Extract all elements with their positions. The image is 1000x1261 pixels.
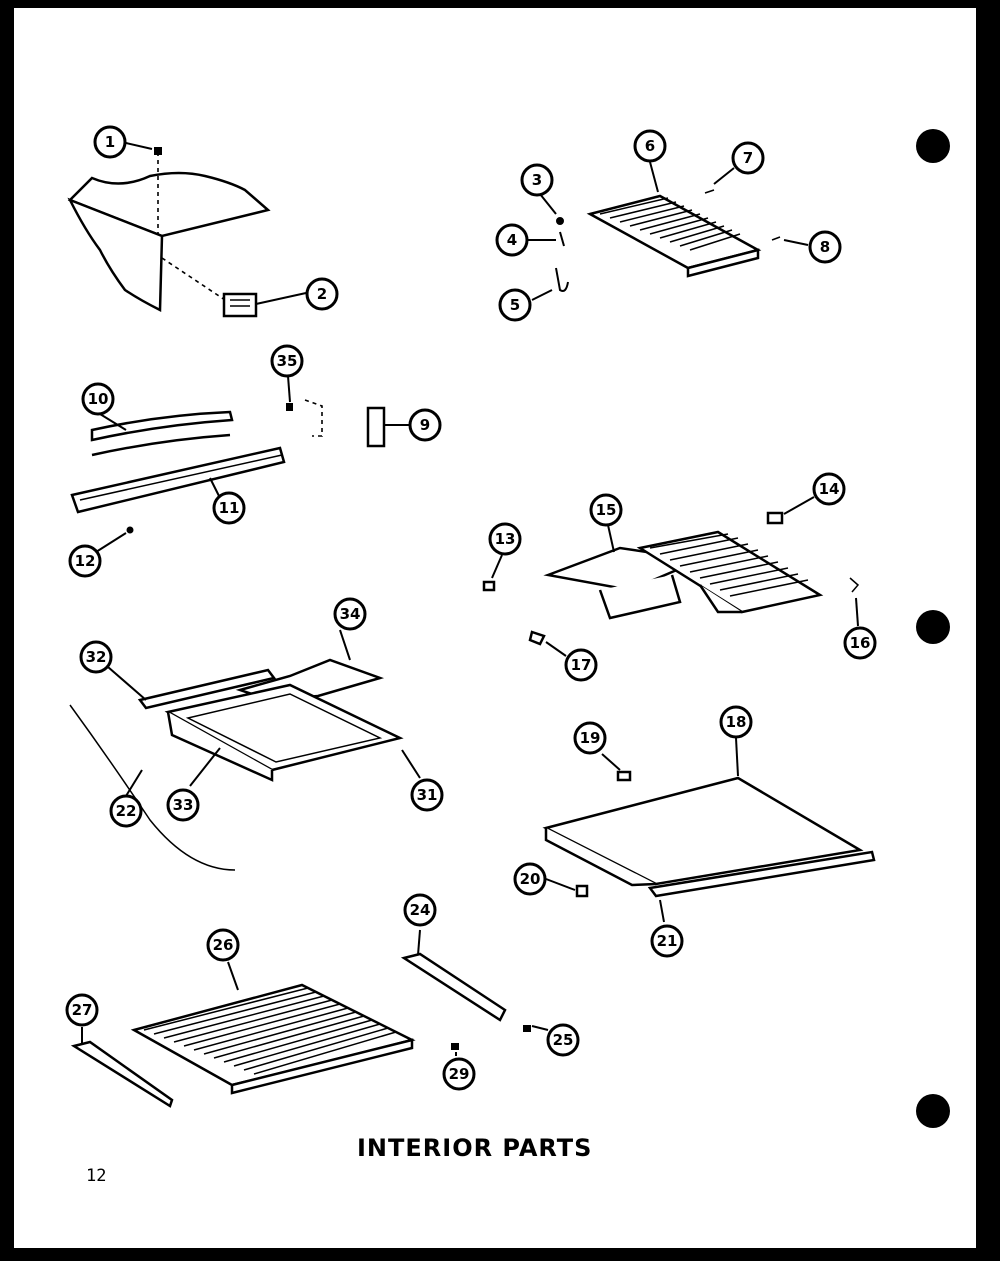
callout-13: 13 (488, 522, 522, 556)
liner-section-part (67, 147, 271, 318)
callout-22: 22 (109, 794, 143, 828)
callout-33: 33 (166, 788, 200, 822)
callout-3: 3 (520, 163, 554, 197)
callout-12: 12 (68, 544, 102, 578)
meat-keeper-part (69, 658, 404, 871)
callout-8: 8 (808, 230, 842, 264)
callout-9: 9 (408, 408, 442, 442)
binder-hole-middle (916, 610, 950, 644)
callout-34-label: 34 (340, 605, 361, 623)
glass-shelf-part (542, 770, 876, 898)
page-number: 12 (86, 1166, 107, 1186)
callout-27: 27 (65, 993, 99, 1027)
callout-21-label: 21 (657, 932, 678, 950)
callout-7: 7 (731, 141, 765, 175)
callout-2-label: 2 (317, 285, 327, 303)
callout-6-label: 6 (645, 137, 655, 155)
callout-5-label: 5 (510, 296, 520, 314)
callout-10-label: 10 (88, 390, 109, 408)
callout-17: 17 (564, 648, 598, 682)
callout-32: 32 (79, 640, 113, 674)
crisper-shelf-part (482, 511, 860, 646)
callout-25-label: 25 (553, 1031, 574, 1049)
callout-17-label: 17 (571, 656, 592, 674)
callout-3-label: 3 (532, 171, 542, 189)
callout-33-label: 33 (173, 796, 194, 814)
callout-9-label: 9 (420, 416, 430, 434)
callout-5: 5 (498, 288, 532, 322)
binder-hole-top (916, 129, 950, 163)
callout-32-label: 32 (86, 648, 107, 666)
diagram-title: INTERIOR PARTS (357, 1134, 593, 1162)
callout-29: 29 (442, 1057, 476, 1091)
callout-4: 4 (495, 223, 529, 257)
callout-15-label: 15 (596, 501, 617, 519)
callout-13-label: 13 (495, 530, 516, 548)
callout-24-label: 24 (410, 901, 431, 919)
callout-14: 14 (812, 472, 846, 506)
callout-20-label: 20 (520, 870, 541, 888)
callout-2: 2 (305, 277, 339, 311)
wire-shelf-part (70, 952, 531, 1108)
callout-22-label: 22 (116, 802, 137, 820)
callout-11: 11 (212, 491, 246, 525)
callout-25: 25 (546, 1023, 580, 1057)
callout-8-label: 8 (820, 238, 830, 256)
callout-34: 34 (333, 597, 367, 631)
callout-31-label: 31 (417, 786, 438, 804)
callout-11-label: 11 (219, 499, 240, 517)
callout-31: 31 (410, 778, 444, 812)
callout-1: 1 (93, 125, 127, 159)
callout-7-label: 7 (743, 149, 753, 167)
callout-16: 16 (843, 626, 877, 660)
callout-19-label: 19 (580, 729, 601, 747)
callout-18-label: 18 (726, 713, 747, 731)
callout-19: 19 (573, 721, 607, 755)
top-shelf-part (555, 189, 781, 292)
callout-12-label: 12 (75, 552, 96, 570)
callout-16-label: 16 (850, 634, 871, 652)
callout-20: 20 (513, 862, 547, 896)
rail-assembly-part (70, 399, 386, 534)
callout-4-label: 4 (507, 231, 517, 249)
callout-21: 21 (650, 924, 684, 958)
binder-hole-bottom (916, 1094, 950, 1128)
callout-6: 6 (633, 129, 667, 163)
callout-35-label: 35 (277, 352, 298, 370)
callout-18: 18 (719, 705, 753, 739)
callout-1-label: 1 (105, 133, 115, 151)
callout-14-label: 14 (819, 480, 840, 498)
callout-27-label: 27 (72, 1001, 93, 1019)
callout-26: 26 (206, 928, 240, 962)
callout-29-label: 29 (449, 1065, 470, 1083)
leader-lines (81, 142, 859, 1056)
callout-10: 10 (81, 382, 115, 416)
callout-15: 15 (589, 493, 623, 527)
callout-35: 35 (270, 344, 304, 378)
callout-26-label: 26 (213, 936, 234, 954)
callout-24: 24 (403, 893, 437, 927)
